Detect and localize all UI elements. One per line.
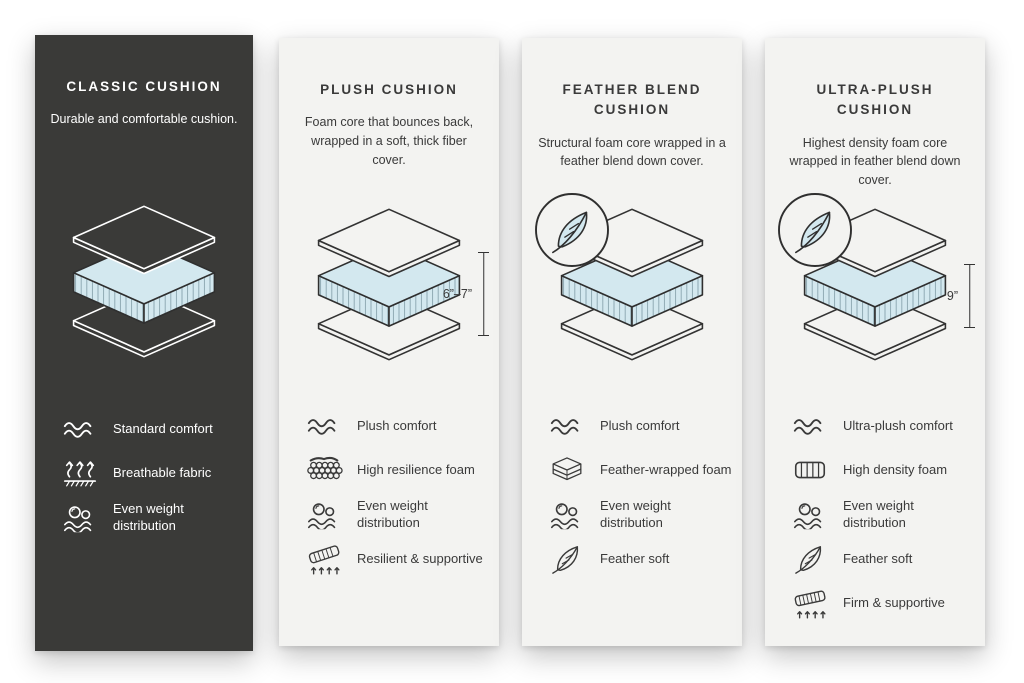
feature-label: Even weight distribution (843, 498, 914, 530)
feature-item: Even weight distribution (548, 498, 734, 532)
card-plush-cushion: PLUSH CUSHION Foam core that bounces bac… (279, 38, 499, 646)
dimension-marker: 6”–7” (443, 252, 489, 336)
cushion-illustration: 9” (787, 206, 975, 371)
feature-label: Plush comfort (357, 417, 437, 433)
cushion-illustration: 6”–7” (301, 206, 489, 371)
card-description: Foam core that bounces back, wrapped in … (304, 115, 474, 167)
feature-label: Even weight distribution (357, 498, 428, 530)
cushion-illustration (544, 206, 720, 371)
card-feather-blend-cushion: FEATHER BLEND CUSHION Structural foam co… (522, 38, 742, 646)
weight-distribution-icon (61, 502, 99, 534)
feature-label: High resilience foam (357, 461, 475, 477)
dimension-label: 6”–7” (442, 287, 472, 301)
card-ultra-plush-cushion: ULTRA-PLUSH CUSHION Highest density foam… (765, 38, 985, 646)
feather-icon (791, 544, 829, 576)
feature-label: Breathable fabric (113, 464, 212, 480)
feature-list: Plush comfort Feather-wrapped foam Even … (548, 410, 734, 588)
feature-label: Firm & supportive (843, 595, 945, 611)
card-description: Highest density foam core wrapped in fea… (789, 135, 961, 188)
dimension-marker: 9” (947, 264, 975, 328)
feature-item: Feather-wrapped foam (548, 454, 734, 486)
feature-item: Plush comfort (548, 410, 734, 442)
card-description: Durable and comfortable cushion. (50, 112, 238, 127)
feather-badge (532, 190, 612, 270)
feature-list: Standard comfort Breathable fabric Even … (61, 413, 245, 547)
dimension-label: 9” (946, 289, 958, 303)
feature-label: Feather-wrapped foam (600, 461, 732, 477)
cushion-illustration (56, 203, 232, 368)
card-classic-cushion: CLASSIC CUSHION Durable and comfortable … (35, 35, 253, 651)
feature-label: High density foam (843, 461, 948, 477)
feature-label: Resilient & supportive (357, 551, 483, 567)
feature-item: Feather soft (548, 544, 734, 576)
feature-item: Even weight distribution (305, 498, 491, 532)
breathable-icon (61, 457, 99, 489)
high-density-icon (791, 454, 829, 486)
wave-icon (548, 410, 586, 442)
card-title: CLASSIC CUSHION (66, 79, 222, 94)
firm-icon (791, 588, 829, 620)
wave-icon (791, 410, 829, 442)
feature-label: Even weight distribution (600, 498, 671, 530)
feature-item: Feather soft (791, 544, 977, 576)
weight-distribution-icon (305, 499, 343, 531)
feature-label: Feather soft (843, 551, 913, 567)
card-title: FEATHER BLEND CUSHION (562, 82, 702, 118)
feature-item: High density foam (791, 454, 977, 486)
feature-label: Standard comfort (113, 420, 213, 436)
resilient-icon (305, 544, 343, 576)
feature-item: Ultra-plush comfort (791, 410, 977, 442)
feature-item: Breathable fabric (61, 457, 245, 489)
feature-list: Plush comfort High resilience foam Even … (305, 410, 491, 588)
feature-item: High resilience foam (305, 454, 491, 486)
feature-label: Even weight distribution (113, 501, 184, 533)
dimension-tick-line (478, 252, 489, 336)
feature-item: Even weight distribution (61, 501, 245, 535)
feature-item: Standard comfort (61, 413, 245, 445)
feature-list: Ultra-plush comfort High density foam Ev… (791, 410, 977, 632)
card-title: ULTRA-PLUSH CUSHION (816, 82, 934, 118)
feature-label: Ultra-plush comfort (843, 417, 953, 433)
feature-item: Plush comfort (305, 410, 491, 442)
dimension-tick-line (964, 264, 975, 328)
card-title: PLUSH CUSHION (320, 82, 458, 97)
feature-item: Even weight distribution (791, 498, 977, 532)
feather-icon (548, 544, 586, 576)
card-description: Structural foam core wrapped in a feathe… (538, 135, 726, 169)
cushion-layers-graphic (56, 203, 232, 360)
feature-item: Resilient & supportive (305, 544, 491, 576)
weight-distribution-icon (791, 499, 829, 531)
weight-distribution-icon (548, 499, 586, 531)
feather-badge (775, 190, 855, 270)
feature-label: Feather soft (600, 551, 670, 567)
feature-label: Plush comfort (600, 417, 680, 433)
feather-wrapped-icon (548, 454, 586, 486)
feature-item: Firm & supportive (791, 588, 977, 620)
feather-badge-icon (532, 190, 612, 270)
feather-badge-icon (775, 190, 855, 270)
foam-bubbles-icon (305, 454, 343, 486)
wave-icon (305, 410, 343, 442)
wave-icon (61, 413, 99, 445)
